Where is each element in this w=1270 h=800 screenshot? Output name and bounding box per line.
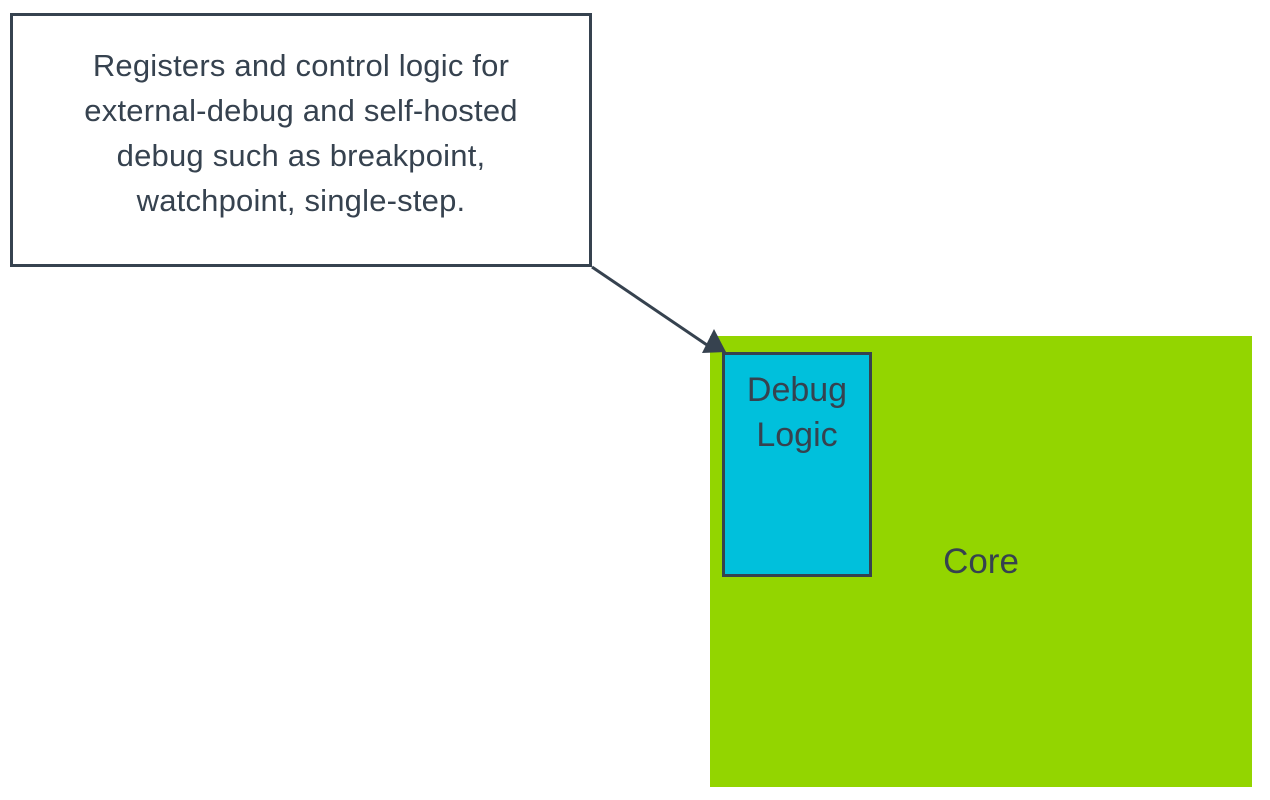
annotation-callout-box: Registers and control logic for external… [10, 13, 592, 267]
callout-text-line: watchpoint, single-step. [136, 183, 466, 218]
callout-text-line: Registers and control logic for [92, 48, 510, 83]
debug-logic-label: Debug [746, 371, 848, 409]
core-label: Core [943, 541, 1019, 581]
debug-logic-block: Debug Logic [722, 352, 872, 577]
callout-text-line: debug such as breakpoint, [116, 138, 486, 173]
debug-logic-label: Logic [756, 416, 838, 454]
connector-line [591, 265, 708, 347]
callout-text-line: external-debug and self-hosted [84, 93, 518, 128]
